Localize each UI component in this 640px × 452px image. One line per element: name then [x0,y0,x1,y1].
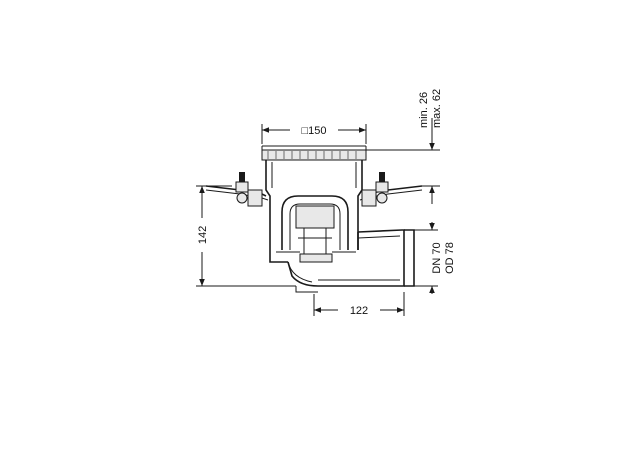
width-label: □150 [302,125,327,137]
grate-slots [267,151,357,159]
dimension-outlet-length: 122 [313,292,405,317]
height-label: 142 [197,226,209,244]
dimension-height: 142 [196,185,296,287]
od-label: OD 78 [444,242,456,274]
flange-left [205,172,269,207]
dn-label: DN 70 [431,242,443,273]
dimension-outlet-diameter: DN 70 OD 78 [414,222,456,294]
flange-right [359,172,423,207]
min-label: min. 26 [418,92,430,128]
dimension-frame-height: min. 26 max. 62 [366,89,443,204]
outlet-length-label: 122 [350,305,368,317]
outlet-pipe [287,229,415,293]
max-label: max. 62 [431,89,443,128]
dimension-width: □150 [261,124,367,144]
grate-frame [261,149,367,161]
odour-trap [281,195,349,258]
drain-body [205,145,423,293]
